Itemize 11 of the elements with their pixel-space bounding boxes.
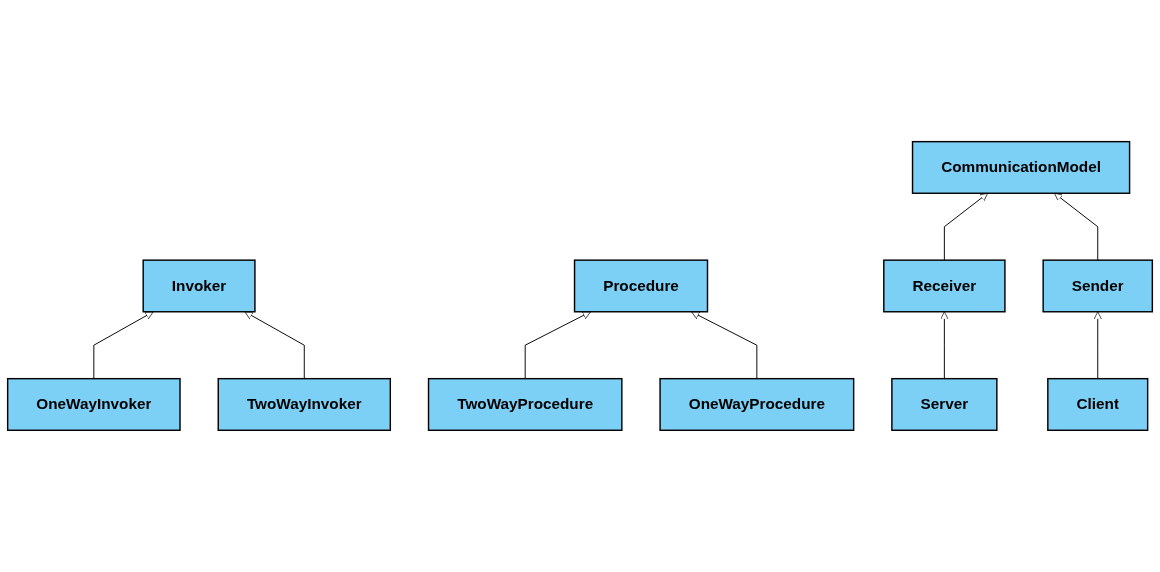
- node-box: Procedure: [573, 259, 709, 313]
- node-box: Server: [891, 378, 998, 432]
- node-box: OneWayProcedure: [659, 378, 855, 432]
- node-box: Invoker: [142, 259, 256, 313]
- node-box: OneWayInvoker: [6, 378, 181, 432]
- node-box: TwoWayProcedure: [427, 378, 623, 432]
- node-box: Sender: [1042, 259, 1154, 313]
- node-box: Client: [1047, 378, 1149, 432]
- node-box: TwoWayInvoker: [217, 378, 392, 432]
- node-box: CommunicationModel: [911, 140, 1131, 194]
- node-box: Receiver: [883, 259, 1006, 313]
